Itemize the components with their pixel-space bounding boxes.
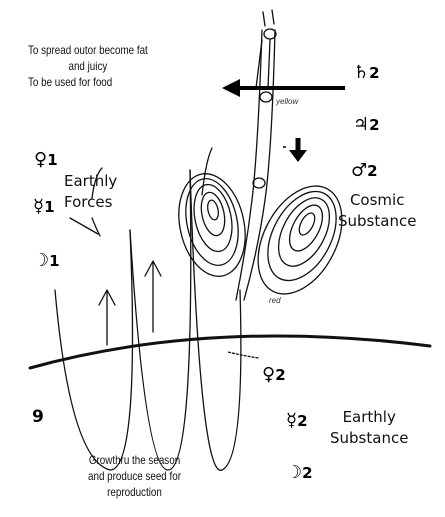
bottom-note-line: Growthru the season	[88, 453, 181, 467]
mars-2-symbol: ♂2	[351, 160, 378, 181]
jupiter-2-symbol: ♃2	[353, 114, 380, 135]
earthly-forces-label: Earthly Forces	[64, 172, 118, 211]
ground-line	[28, 334, 432, 370]
root-loop-2	[129, 169, 192, 471]
mercury-icon: ☿	[286, 410, 298, 431]
stem-node	[252, 177, 266, 189]
arrow-up-icon	[98, 289, 116, 346]
earthly-substance-label: Earthly Substance	[330, 408, 409, 447]
root-loop-1	[54, 229, 134, 471]
moon-icon: ☽	[286, 462, 303, 483]
red-annotation: red	[269, 296, 281, 305]
left-leaf-spiral	[178, 173, 246, 277]
stem	[235, 29, 263, 301]
arrow-up-icon	[144, 260, 162, 333]
top-note-line: To spread outor become fat	[28, 43, 148, 57]
top-note: To spread outor become fat and juicy To …	[28, 42, 148, 90]
saturn-2-symbol: ♄2	[353, 62, 380, 83]
stem-node	[263, 28, 277, 40]
arrow-left-icon	[222, 79, 345, 97]
saturn-icon: ♄	[353, 62, 370, 83]
venus-1-symbol: ♀1	[34, 149, 58, 170]
mars-icon: ♂	[351, 160, 368, 181]
venus-2-symbol: ♀2	[262, 364, 286, 385]
mercury-1-symbol: ☿1	[33, 196, 55, 217]
venus-icon: ♀	[34, 149, 48, 170]
bottom-note: Growthru the season and produce seed for…	[88, 452, 181, 500]
right-leaf-spiral	[257, 185, 343, 295]
moon-1-symbol: ☽1	[33, 250, 60, 271]
jupiter-icon: ♃	[353, 114, 370, 135]
moon-2-symbol: ☽2	[286, 462, 313, 483]
root-loop-3	[189, 169, 242, 471]
venus-icon: ♀	[262, 364, 276, 385]
figure-number: 9	[32, 407, 44, 427]
cosmic-substance-label: Cosmic Substance	[338, 191, 417, 230]
bottom-note-line: reproduction	[107, 485, 162, 499]
top-note-line: To be used for food	[28, 75, 113, 89]
stem-node	[259, 91, 273, 103]
moon-icon: ☽	[33, 250, 50, 271]
yellow-annotation: yellow	[276, 97, 299, 106]
pointer-line	[227, 351, 259, 359]
mercury-icon: ☿	[33, 196, 45, 217]
mercury-2-symbol: ☿2	[286, 410, 308, 431]
top-note-line: and juicy	[68, 59, 108, 73]
bottom-note-line: and produce seed for	[88, 469, 182, 483]
arrow-down-icon	[289, 138, 307, 162]
